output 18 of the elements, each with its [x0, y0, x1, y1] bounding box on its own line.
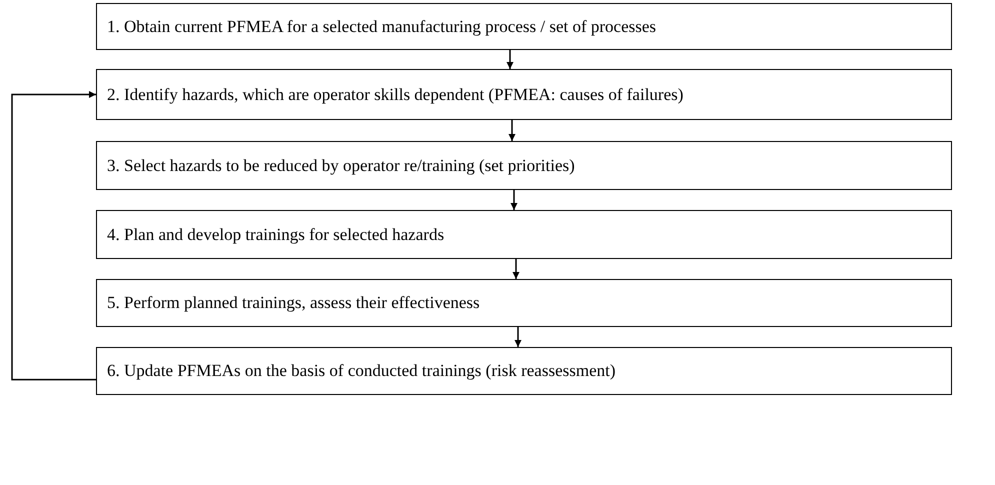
process-box	[96, 69, 952, 120]
step-text: 6. Update PFMEAs on the basis of conducted trainings (risk reassessment)	[107, 361, 616, 381]
step-text: 5. Perform planned trainings, assess their effectiveness	[107, 293, 480, 313]
process-box	[96, 3, 952, 50]
step-text: 3. Select hazards to be reduced by operator re/training (set priorities)	[107, 156, 575, 176]
arrow	[508, 120, 516, 141]
process-box	[96, 347, 952, 395]
arrow	[510, 190, 518, 210]
process-box	[96, 279, 952, 327]
step-text: 1. Obtain current PFMEA for a selected manufacturing process / set of processes	[107, 16, 656, 36]
arrow	[512, 259, 520, 279]
process-box	[96, 210, 952, 259]
arrow	[506, 50, 514, 69]
arrow	[514, 327, 522, 347]
process-box	[96, 141, 952, 190]
step-text: 4. Plan and develop trainings for selected hazards	[107, 224, 444, 244]
step-text: 2. Identify hazards, which are operator skills dependent (PFMEA: causes of failures)	[107, 84, 684, 104]
arrow	[11, 91, 96, 380]
